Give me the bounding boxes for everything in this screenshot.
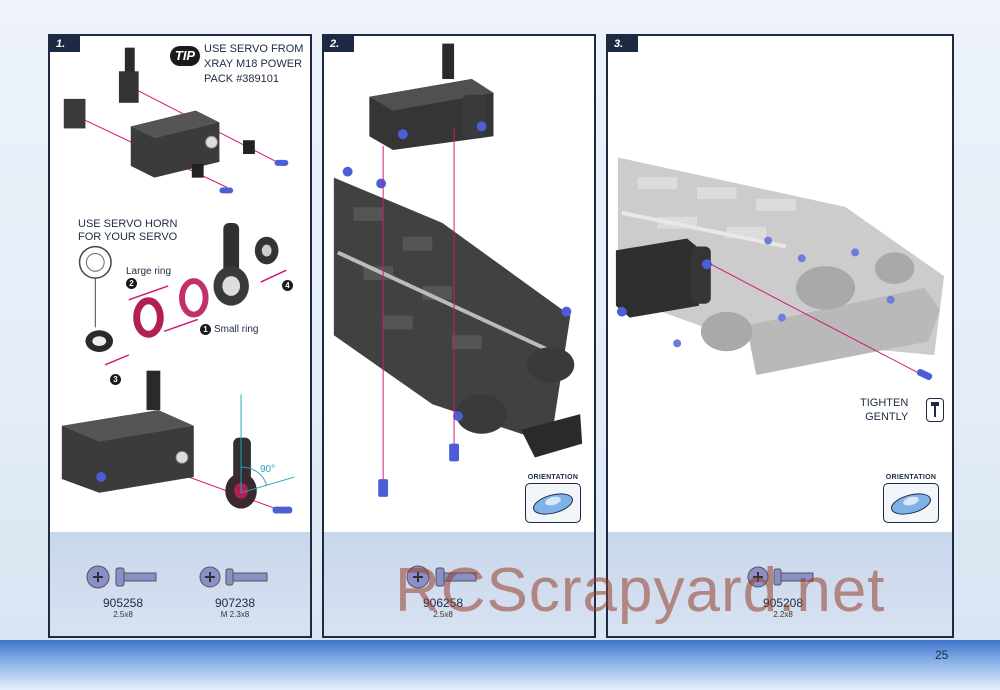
step-number: 2. [324, 36, 354, 52]
car-orientation-icon [883, 483, 939, 523]
car-orientation-icon [525, 483, 581, 523]
part-906258: 906258 2.5x8 [398, 562, 488, 619]
servo-horn-note: USE SERVO HORN FOR YOUR SERVO [78, 218, 177, 244]
step-marker-2: 2 [126, 278, 137, 289]
part-size: M 2.3x8 [220, 610, 250, 619]
large-ring-label: Large ring [126, 266, 172, 277]
small-ring-label: Small ring [214, 324, 259, 335]
servo-assembly-drawing [61, 47, 295, 514]
step-number: 1. [50, 36, 80, 52]
chassis-drawing [333, 43, 583, 497]
tip-text: USE SERVO FROM XRAY M18 POWER PACK #3891… [204, 42, 314, 87]
tip-line-2: XRAY M18 POWER [204, 58, 303, 70]
step-marker-4: 4 [282, 280, 293, 291]
tip-line-1: USE SERVO FROM [204, 43, 304, 55]
servo-horn-note-line-2: FOR YOUR SERVO [78, 231, 178, 243]
orientation-label: ORIENTATION [527, 474, 579, 481]
tighten-line-2: GENTLY [865, 411, 909, 423]
parts-area: 905208 2.2x8 [608, 532, 952, 636]
step-number: 3. [608, 36, 638, 52]
page-footer-band [0, 640, 1000, 690]
screw-icon [86, 565, 157, 589]
step-panel-2: 2. [322, 34, 596, 638]
parts-area: 905258 2.5x8 907238 M 2.3x8 [50, 532, 310, 636]
part-907238: 907238 M 2.3x8 [190, 562, 280, 619]
part-size: 2.5x8 [113, 610, 133, 619]
tighten-line-1: TIGHTEN [860, 397, 909, 409]
part-code: 905208 [762, 596, 804, 610]
screw-icon [199, 566, 268, 588]
part-905208: 905208 2.2x8 [738, 562, 828, 619]
part-size: 2.2x8 [773, 610, 793, 619]
page-number: 25 [935, 648, 949, 662]
step-marker-3: 3 [110, 374, 121, 385]
tighten-gently-icon [926, 398, 944, 422]
watermark: RCScrapyard.net [395, 556, 886, 625]
part-905258: 905258 2.5x8 [78, 562, 168, 619]
parts-area: 906258 2.5x8 [324, 532, 594, 636]
tip-line-3: PACK #389101 [204, 73, 280, 85]
step-marker-1: 1 [200, 324, 211, 335]
side-pattern [950, 470, 1000, 640]
part-code: 907238 [214, 596, 256, 610]
screw-icon [747, 566, 814, 588]
part-code: 906258 [422, 596, 464, 610]
orientation-indicator: ORIENTATION [524, 474, 582, 523]
step-panel-1: 1. [48, 34, 312, 638]
screw-icon [406, 565, 477, 589]
orientation-label: ORIENTATION [885, 474, 937, 481]
step-panel-3: 3. TIGHTEN GENTLY [606, 34, 954, 638]
tighten-note: TIGHTEN GENTLY [860, 396, 908, 424]
orientation-indicator: ORIENTATION [882, 474, 940, 523]
chassis-front-drawing [615, 157, 945, 381]
servo-horn-note-line-1: USE SERVO HORN [78, 218, 178, 230]
part-code: 905258 [102, 596, 144, 610]
part-size: 2.5x8 [433, 610, 453, 619]
tip-badge: TIP [170, 46, 200, 66]
angle-label: 90° [260, 464, 276, 475]
